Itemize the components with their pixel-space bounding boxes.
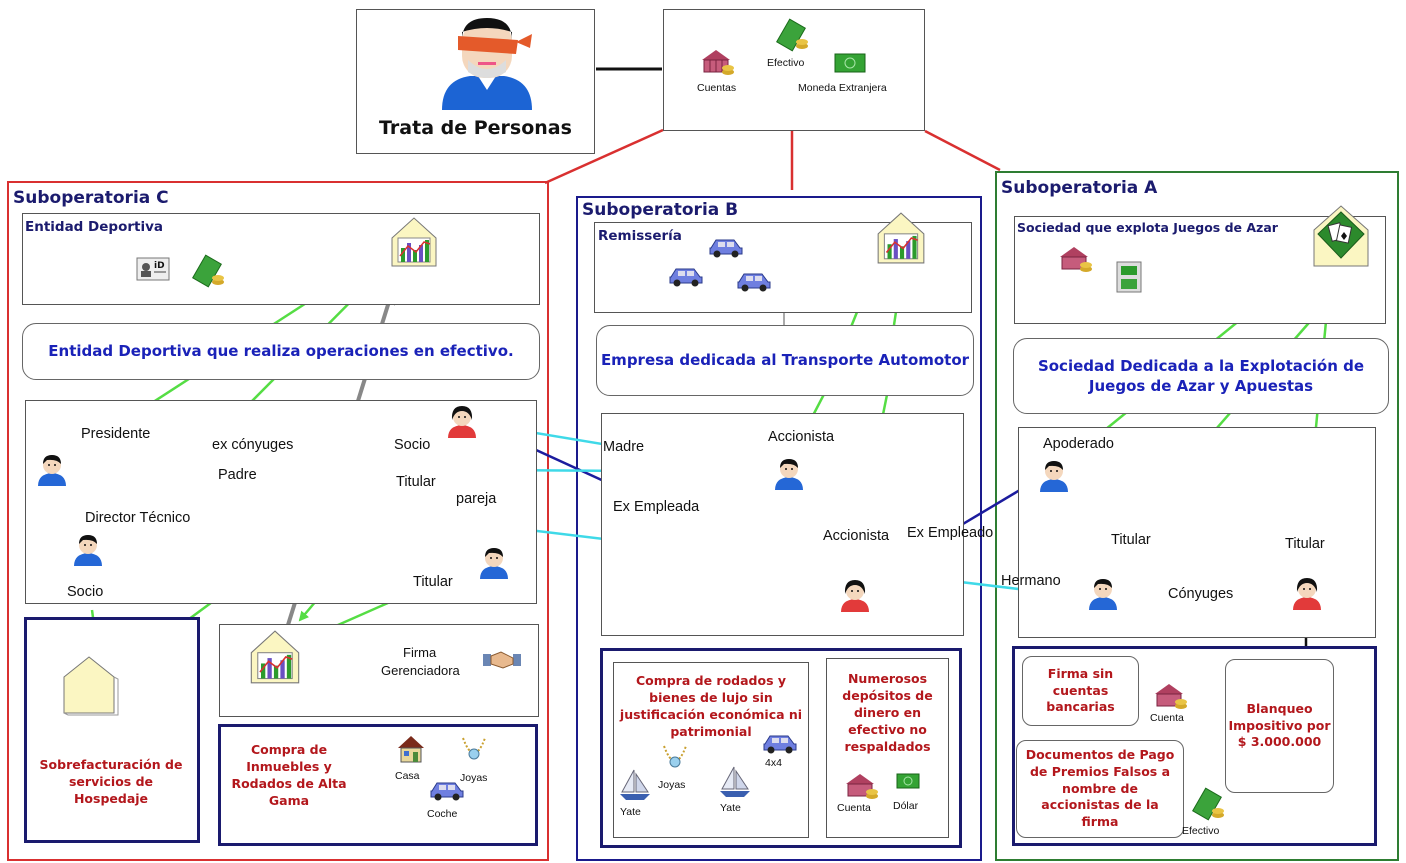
yate-label-2: Yate (720, 802, 741, 814)
role-presidente: Presidente (81, 426, 151, 442)
role-pareja: pareja (456, 491, 497, 507)
compra-rodados-text: Compra de rodados y bienes de lujo sin j… (619, 673, 803, 739)
id-card-icon: iD (136, 257, 170, 281)
hospedaje-box (24, 617, 200, 843)
juegos-azar-description: Sociedad Dedicada a la Explotación de Ju… (1013, 338, 1389, 414)
house-icon (398, 736, 424, 763)
joyas-label: Joyas (460, 772, 488, 784)
blindfolded-person-icon (442, 18, 532, 110)
cash-icon (192, 254, 224, 288)
compra-inmuebles-box (218, 724, 538, 846)
yacht-icon (720, 766, 750, 797)
hospedaje-text: Sobrefacturación de servicios de Hospeda… (39, 757, 183, 806)
company-chart-house-icon (250, 630, 300, 684)
jewelry-necklace-icon (663, 745, 687, 768)
role-titular-top: Titular (396, 474, 436, 490)
car-icon (669, 268, 703, 287)
company-chart-house-icon (391, 217, 437, 267)
efectivo-label: Efectivo (767, 57, 805, 69)
remisseria-title: Remissería (598, 228, 682, 244)
role-titular-right: Titular (1285, 536, 1325, 552)
suboperatoria-a-title: Suboperatoria A (1001, 178, 1158, 198)
foreign-currency-icon (834, 53, 866, 73)
man-icon-apoderado (1040, 461, 1068, 492)
suboperatoria-c-title: Suboperatoria C (13, 188, 169, 208)
role-ex-conyuges: ex cónyuges (212, 437, 294, 453)
woman-icon-ex-empleada (841, 580, 869, 612)
bank-accounts-icon (702, 50, 734, 75)
yacht-icon (620, 769, 650, 800)
role-ex-empleada: Ex Empleada (613, 499, 700, 515)
trata-de-personas-title: Trata de Personas (379, 117, 572, 139)
suboperatoria-b-title: Suboperatoria B (582, 200, 739, 220)
role-socio-left: Socio (67, 584, 104, 600)
role-titular-left: Titular (1111, 532, 1151, 548)
juegos-azar-title: Sociedad que explota Juegos de Azar (1017, 220, 1278, 235)
role-director-tecnico: Director Técnico (85, 510, 191, 526)
entidad-deportiva-title: Entidad Deportiva (25, 219, 163, 235)
role-madre: Madre (603, 439, 645, 455)
depositos-text: Numerosos depósitos de dinero en efectiv… (842, 671, 933, 754)
transporte-description: Empresa dedicada al Transporte Automotor (596, 325, 974, 396)
entidad-deportiva-description: Entidad Deportiva que realiza operacione… (22, 323, 540, 380)
man-icon-presidente (38, 455, 66, 486)
man-icon-accionista (775, 459, 803, 490)
firma-sin-cuentas-box: Firma sin cuentas bancarias (1022, 656, 1139, 726)
moneda-extranjera-label: Moneda Extranjera (798, 82, 887, 94)
role-padre: Padre (218, 467, 257, 483)
casino-house-icon (1313, 205, 1369, 267)
dolar-label: Dólar (893, 800, 919, 812)
blanqueo-box: Blanqueo Impositivo por $ 3.000.000 (1225, 659, 1334, 793)
cuentas-label: Cuentas (697, 82, 737, 94)
cash-icon (776, 18, 808, 52)
car-icon (737, 273, 771, 292)
car-4x4-icon (763, 735, 797, 754)
joyas-label: Joyas (658, 779, 686, 791)
role-ex-empleado: Ex Empleado (907, 525, 994, 541)
entidad-deportiva-box (22, 213, 540, 305)
dollar-bill-icon (896, 773, 920, 789)
role-titular-low: Titular (413, 574, 453, 590)
svg-text:iD: iD (154, 261, 165, 271)
role-accionista-top: Accionista (768, 429, 835, 445)
role-hermano: Hermano (1001, 573, 1061, 589)
role-conyuges: Cónyuges (1168, 586, 1234, 602)
role-accionista-low: Accionista (823, 528, 890, 544)
casa-label: Casa (395, 770, 420, 782)
slot-machine-icon (1116, 261, 1142, 293)
role-apoderado: Apoderado (1043, 436, 1114, 452)
handshake-icon (483, 651, 521, 669)
bank-account-icon (1060, 247, 1092, 272)
bank-account-icon (1155, 684, 1187, 709)
woman-icon-conyuge (1293, 578, 1321, 610)
man-icon-hermano (1089, 579, 1117, 610)
coche-label: Coche (427, 808, 458, 820)
man-icon-pareja (480, 548, 508, 579)
remisseria-people-box (601, 413, 964, 636)
4x4-label: 4x4 (765, 757, 782, 769)
car-icon (430, 782, 464, 801)
role-socio-top: Socio (394, 437, 431, 453)
car-icon (709, 239, 743, 258)
suboperatoria-b-frame (576, 196, 982, 861)
company-chart-house-icon (877, 212, 925, 264)
cuenta-label: Cuenta (837, 802, 871, 814)
documentos-pago-box: Documentos de Pago de Premios Falsos a n… (1016, 740, 1184, 838)
bank-account-icon (846, 774, 878, 799)
cash-icon (1192, 787, 1224, 821)
suboperatoria-c-frame (7, 181, 549, 861)
empty-house-icon (63, 656, 119, 716)
cuenta-label: Cuenta (1150, 712, 1184, 724)
suboperatoria-a-frame (995, 171, 1399, 861)
efectivo-label: Efectivo (1182, 825, 1220, 837)
man-icon-director (74, 535, 102, 566)
firma-label: Firma (403, 645, 437, 660)
yate-label-1: Yate (620, 806, 641, 818)
gerenciadora-label: Gerenciadora (381, 663, 460, 678)
woman-icon-socia (448, 406, 476, 438)
depositos-box (826, 658, 949, 838)
compra-inmuebles-text: Compra de Inmuebles y Rodados de Alta Ga… (231, 742, 347, 808)
jewelry-necklace-icon (462, 737, 486, 760)
